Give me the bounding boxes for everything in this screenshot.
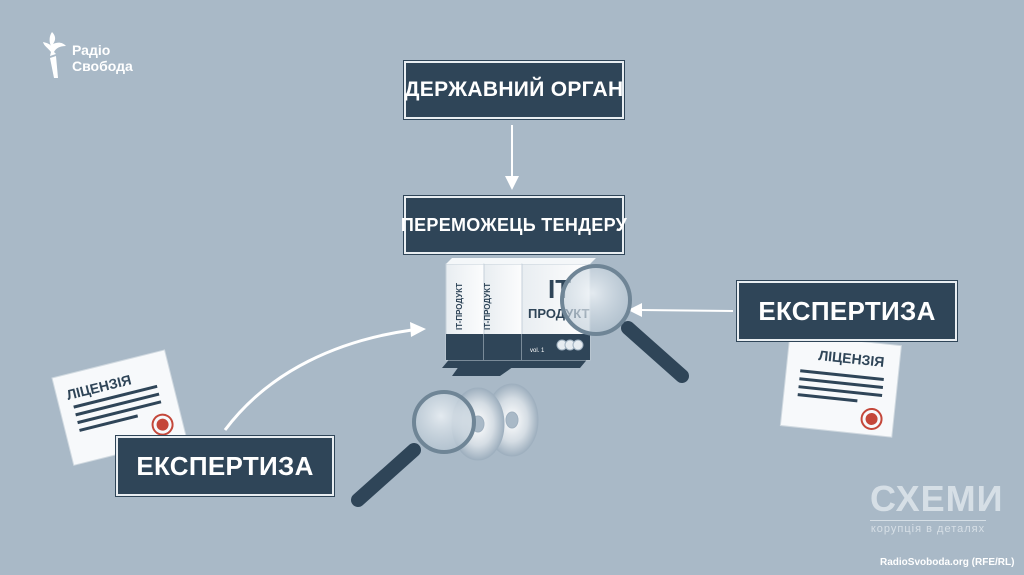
tender-winner-box: ПЕРЕМОЖЕЦЬ ТЕНДЕРУ — [401, 196, 627, 254]
license-document-right — [779, 333, 902, 438]
product-side-label-2: IT-ПРОДУКТ — [483, 283, 492, 330]
license-title-right: ЛІЦЕНЗІЯ — [818, 347, 885, 370]
state-body-box: ДЕРЖАВНИЙ ОРГАН — [404, 61, 624, 119]
product-vol-label: vol. 1 — [530, 348, 545, 354]
torch-logo-icon — [43, 32, 66, 78]
expertise-left-box: ЕКСПЕРТИЗА — [116, 436, 334, 496]
logo-line-1: Радіо — [72, 42, 111, 58]
credit-text: RadioSvoboda.org (RFE/RL) — [880, 557, 1015, 568]
logo-line-2: Свобода — [72, 58, 133, 74]
arrow-expertise-left — [223, 322, 426, 431]
expertise-right-box: ЕКСПЕРТИЗА — [737, 281, 957, 341]
it-product-boxes — [442, 258, 596, 376]
arrow-expertise-right — [628, 303, 734, 317]
brand-title: СХЕМИ — [870, 478, 1004, 519]
radio-svoboda-logo: Радіо Свобода — [42, 30, 133, 80]
magnifier-right-icon — [560, 264, 689, 383]
skhemy-brand: СХЕМИ корупція в деталях — [870, 478, 1004, 535]
arrow-organ-to-winner — [505, 125, 519, 190]
product-side-label-1: IT-ПРОДУКТ — [455, 283, 464, 330]
magnifier-bottom-icon — [351, 390, 476, 507]
brand-subtitle: корупція в деталях — [870, 520, 986, 535]
